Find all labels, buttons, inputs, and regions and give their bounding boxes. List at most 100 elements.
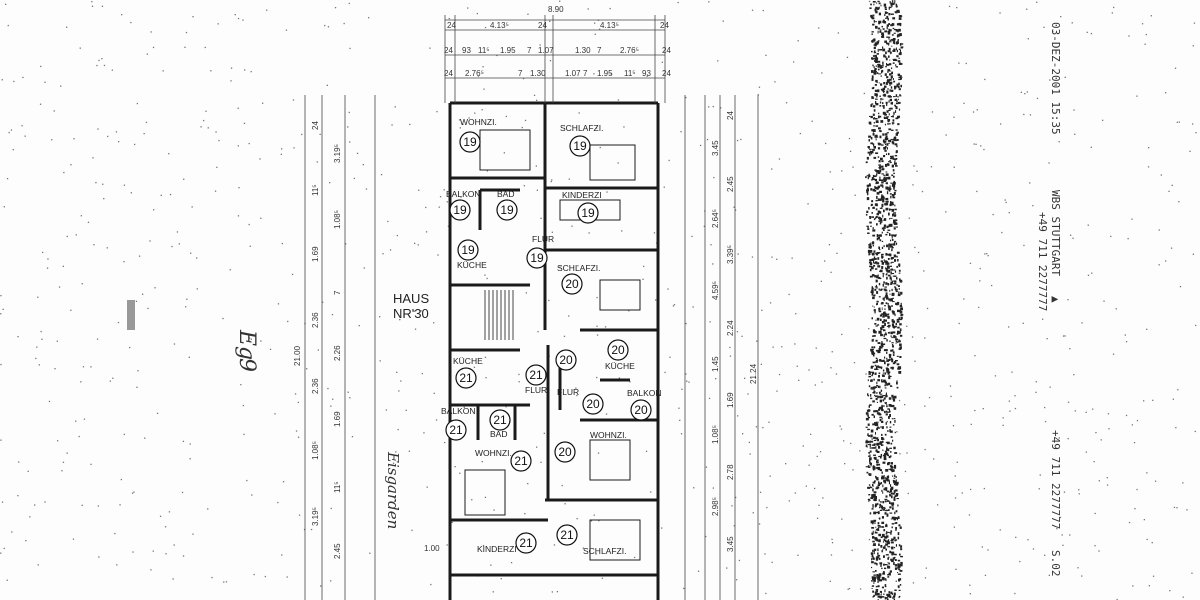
dimension-label: 2.76⁵ xyxy=(620,46,639,55)
speck xyxy=(1027,38,1029,40)
fax-edge-speck xyxy=(877,379,880,382)
speck xyxy=(749,453,751,455)
speck xyxy=(17,336,19,338)
fax-edge-speck xyxy=(873,175,877,177)
speck xyxy=(496,54,498,57)
speck xyxy=(172,578,174,580)
fax-edge-speck xyxy=(898,88,901,91)
fax-edge-speck xyxy=(880,395,884,398)
fax-edge-speck xyxy=(894,495,896,498)
fax-edge-speck xyxy=(881,165,884,168)
speck xyxy=(114,532,116,535)
fax-edge-speck xyxy=(880,441,882,445)
speck xyxy=(539,44,541,46)
speck xyxy=(795,313,797,315)
speck xyxy=(814,487,816,490)
fax-edge-speck xyxy=(890,468,893,471)
fax-edge-speck xyxy=(899,310,903,314)
speck xyxy=(40,330,42,333)
fax-edge-speck xyxy=(885,489,888,492)
speck xyxy=(196,288,198,290)
fax-edge-speck xyxy=(880,379,883,382)
speck xyxy=(796,365,798,367)
speck xyxy=(650,491,652,493)
speck xyxy=(1020,91,1022,93)
speck xyxy=(868,0,871,3)
fax-edge-speck xyxy=(878,539,881,543)
speck xyxy=(123,261,125,263)
fax-edge-speck xyxy=(893,234,897,237)
speck xyxy=(925,567,927,569)
unit-number: 21 xyxy=(493,413,507,427)
speck xyxy=(190,252,192,254)
fax-edge-speck xyxy=(882,185,884,188)
speck xyxy=(849,150,852,152)
fax-edge-speck xyxy=(892,507,894,510)
speck xyxy=(1115,308,1117,310)
fax-edge-speck xyxy=(876,223,878,226)
fax-edge-speck xyxy=(869,450,872,453)
speck xyxy=(878,82,880,84)
fax-edge-speck xyxy=(883,107,885,109)
fax-edge-speck xyxy=(875,432,876,435)
fax-edge-speck xyxy=(889,73,893,75)
fax-datetime: 03-DEZ-2001 15:35 xyxy=(1049,22,1062,135)
fax-edge-speck xyxy=(885,171,888,173)
speck xyxy=(1151,542,1153,544)
fax-edge-speck xyxy=(894,240,897,243)
fax-edge-speck xyxy=(890,366,893,369)
fax-edge-speck xyxy=(885,274,887,276)
fax-edge-speck xyxy=(873,386,876,389)
speck xyxy=(6,579,8,581)
fax-edge-speck xyxy=(884,545,886,548)
fax-edge-speck xyxy=(892,345,894,348)
speck xyxy=(324,24,326,27)
unit-circle xyxy=(515,532,537,554)
fax-edge-speck xyxy=(867,465,870,468)
speck xyxy=(851,549,853,551)
fax-edge-speck xyxy=(891,359,894,363)
speck xyxy=(926,307,929,310)
fax-edge-speck xyxy=(881,475,885,478)
dimension-label: 24 xyxy=(311,121,320,130)
fax-edge-speck xyxy=(881,173,884,175)
speck xyxy=(240,384,242,386)
speck xyxy=(329,182,331,184)
fax-edge-speck xyxy=(870,152,873,155)
fax-edge-speck xyxy=(883,179,887,182)
speck xyxy=(36,346,38,348)
fax-edge-speck xyxy=(873,465,875,469)
speck xyxy=(160,194,162,196)
speck xyxy=(1086,31,1088,33)
fax-edge-speck xyxy=(876,479,879,481)
unit-circle xyxy=(582,393,604,415)
fax-edge-speck xyxy=(890,484,892,487)
speck xyxy=(788,293,790,296)
speck xyxy=(525,292,527,294)
fax-edge-speck xyxy=(883,229,885,231)
fax-edge-speck xyxy=(869,440,871,443)
fax-edge-speck xyxy=(875,558,879,561)
fax-edge-speck xyxy=(882,313,885,317)
fax-edge-speck xyxy=(873,582,875,584)
fax-edge-speck xyxy=(891,248,893,252)
fax-edge-speck xyxy=(877,554,881,557)
speck xyxy=(576,394,578,397)
speck xyxy=(266,9,268,11)
speck xyxy=(875,319,877,321)
speck xyxy=(678,407,680,409)
fax-edge-speck xyxy=(888,13,891,16)
speck xyxy=(980,145,982,147)
fax-edge-speck xyxy=(878,63,881,66)
fax-edge-speck xyxy=(874,54,877,57)
speck xyxy=(435,419,438,421)
fax-edge-speck xyxy=(881,477,884,480)
speck xyxy=(297,436,300,438)
fax-edge-speck xyxy=(880,4,882,7)
fax-edge-speck xyxy=(885,441,889,444)
fax-edge-speck xyxy=(885,282,888,285)
fax-edge-speck xyxy=(899,75,902,78)
fax-edge-speck xyxy=(878,533,882,537)
speck xyxy=(394,106,396,108)
